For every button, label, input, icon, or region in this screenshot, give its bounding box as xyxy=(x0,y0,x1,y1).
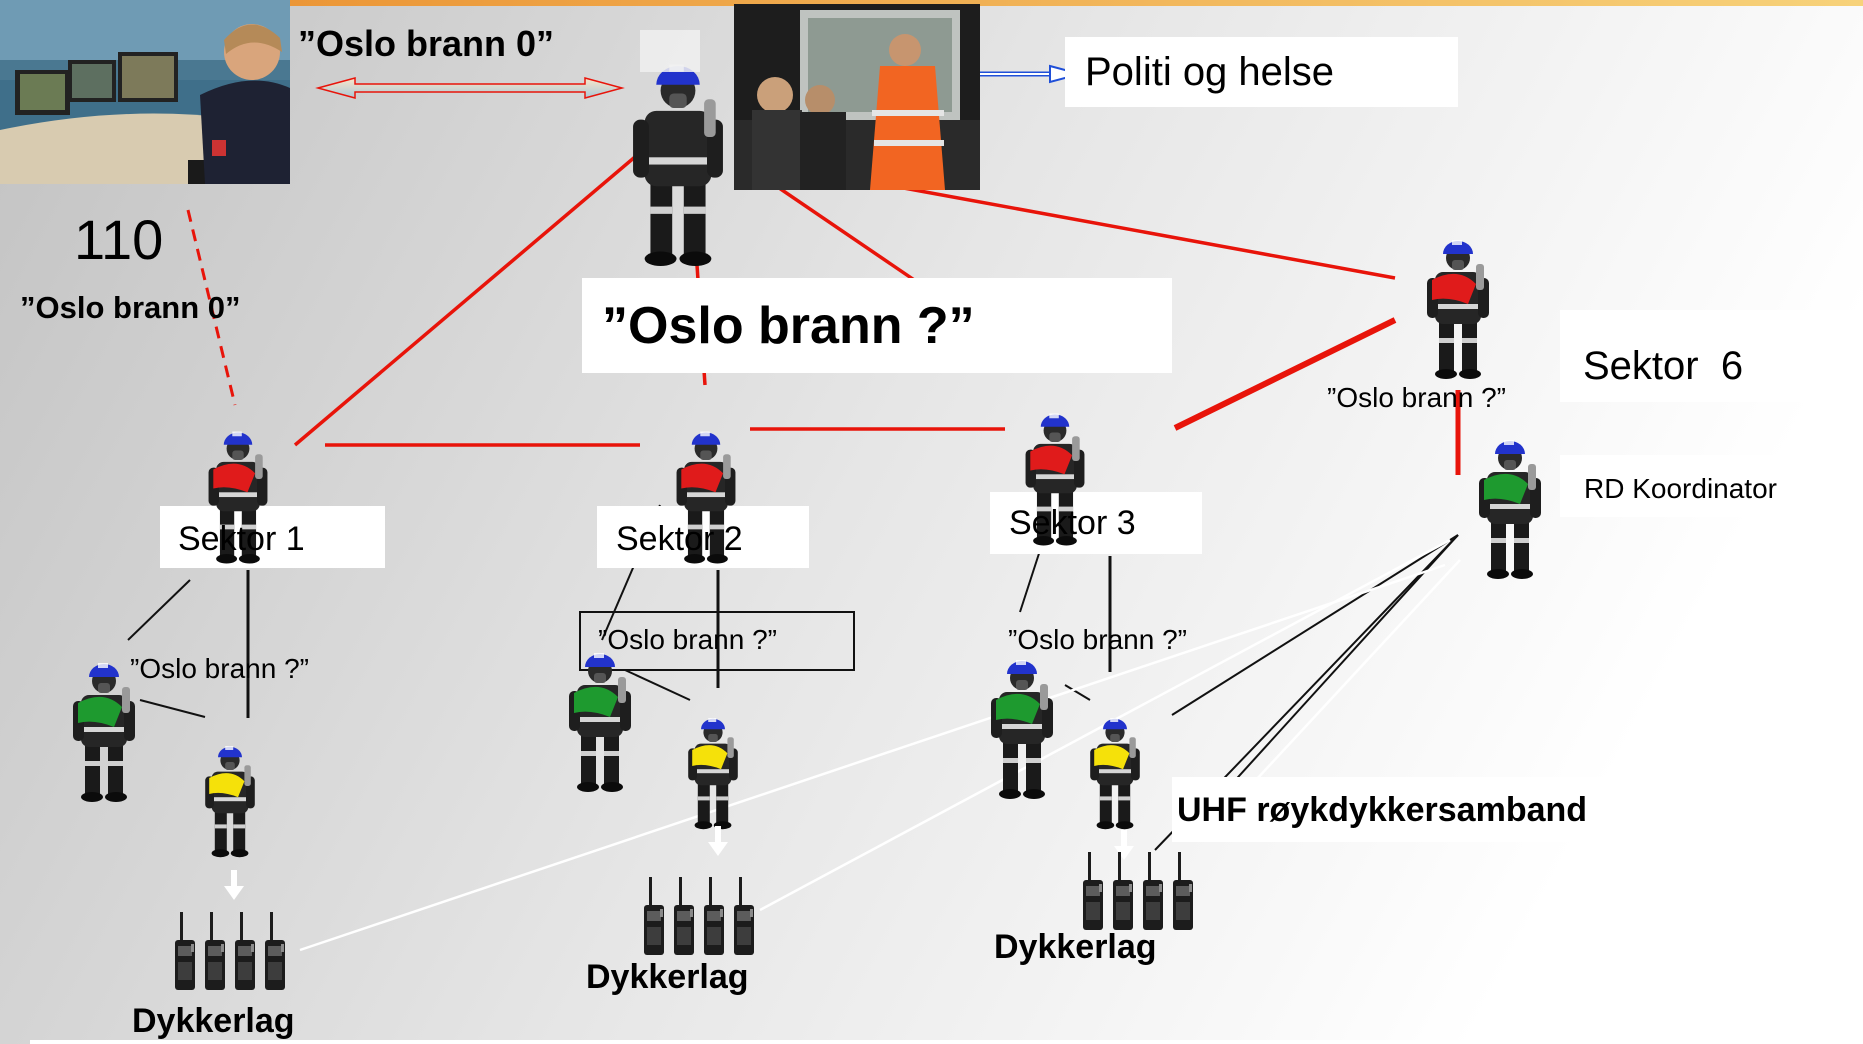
central-number: 110 xyxy=(74,208,164,271)
sektor-1-label: Sektor 1 xyxy=(178,520,305,558)
sektor-6-label: Sektor 6 xyxy=(1583,344,1744,388)
uhf-label: UHF røykdykkersamband xyxy=(1177,791,1588,829)
sektor-6-call: ”Oslo brann ?” xyxy=(1327,382,1506,413)
double-arrow-icon xyxy=(315,77,625,99)
call-box-sektor-2 xyxy=(579,611,855,671)
uhf-box xyxy=(1172,777,1655,842)
sektor-2-label: Sektor 2 xyxy=(616,520,743,558)
dykkerlag-3-label: Dykkerlag xyxy=(994,928,1157,966)
politi-label: Politi og helse xyxy=(1085,50,1335,94)
top-bar xyxy=(0,0,1863,6)
sektor-1-call: ”Oslo brann ?” xyxy=(130,653,309,684)
rd-koordinator-box xyxy=(1560,455,1835,517)
sektor-3-call: ”Oslo brann ?” xyxy=(1008,624,1187,655)
central-call-label: ”Oslo brann 0” xyxy=(20,290,241,325)
sektor-2-call: ”Oslo brann ?” xyxy=(598,624,777,655)
sektor-3-box xyxy=(990,492,1202,554)
dashed-link xyxy=(186,209,237,406)
sektor-6-box xyxy=(1560,310,1863,402)
rd-koordinator-label: RD Koordinator xyxy=(1584,473,1777,504)
operator-photo xyxy=(0,0,290,184)
command-vehicle-photo xyxy=(734,4,980,190)
sektor-3-label: Sektor 3 xyxy=(1009,504,1136,542)
sektor-1-box xyxy=(160,506,385,568)
top-call-label: ”Oslo brann 0” xyxy=(298,23,555,64)
dykkerlag-1-label: Dykkerlag xyxy=(132,1002,295,1040)
headline-call: ”Oslo brann ?” xyxy=(602,297,975,355)
dykkerlag-2-label: Dykkerlag xyxy=(586,958,749,996)
headline-box xyxy=(582,278,1172,373)
politi-box xyxy=(1065,37,1458,107)
